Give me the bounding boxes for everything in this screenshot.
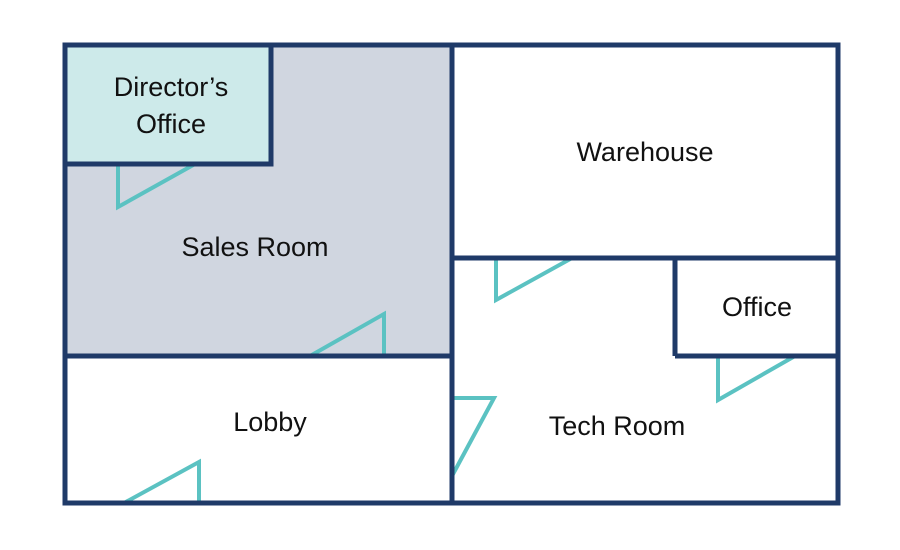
directors-office-label-line1: Director’s [114,72,229,102]
directors-office-door-swing [116,162,196,211]
warehouse-label: Warehouse [576,137,713,167]
tech-room-area[interactable] [452,258,675,503]
directors-office-area[interactable] [65,45,271,164]
directors-office-wall [62,42,274,167]
office-label: Office [722,292,792,322]
warehouse-area[interactable] [452,45,838,258]
walls [62,42,841,506]
tech-room-door-swing [450,396,498,477]
sales-room-door-swing [309,310,386,358]
office-door-swing [716,354,796,404]
lobby-door-swing [123,458,201,505]
warehouse-door-swing [494,256,573,304]
sales-room-label: Sales Room [181,232,328,262]
lobby-label: Lobby [233,407,307,437]
directors-office-label-line2: Office [136,109,206,139]
tech-room-label: Tech Room [549,411,686,441]
office-area[interactable] [675,258,838,356]
lobby-area[interactable] [65,356,452,503]
